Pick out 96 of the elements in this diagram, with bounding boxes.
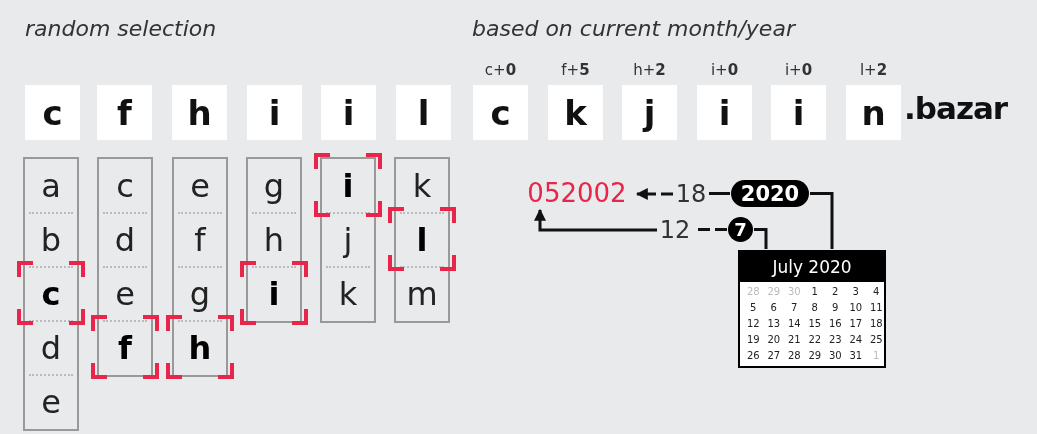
connector-line	[754, 228, 768, 249]
calendar-day: 24	[845, 333, 866, 347]
calendar-day: 29	[763, 285, 784, 299]
calendar-day: 23	[825, 333, 846, 347]
calendar-day: 25	[866, 333, 887, 347]
calendar-day: 17	[845, 317, 866, 331]
letter-box: j	[622, 85, 677, 140]
month-circle: 7	[728, 217, 753, 242]
calendar-day: 3	[845, 285, 866, 299]
selected-letter: f	[99, 322, 151, 374]
calendar-day: 13	[763, 317, 784, 331]
calendar-day: 28	[784, 349, 805, 363]
letter: k	[322, 268, 374, 320]
letter-column	[172, 157, 228, 377]
letter: d	[99, 214, 151, 266]
year-pill: 2020	[731, 180, 809, 207]
calendar-day: 14	[784, 317, 805, 331]
arrow	[534, 208, 657, 232]
letter: c	[99, 160, 151, 212]
caption-text: random selection	[25, 16, 217, 41]
letter-column	[320, 157, 376, 323]
letter-box: i	[771, 85, 826, 140]
letter-box: h	[172, 85, 227, 140]
code-number: 052002	[518, 177, 636, 209]
calendar	[738, 250, 886, 368]
caption-text: based on current month/year	[472, 16, 795, 41]
calendar-day: 29	[804, 349, 825, 363]
calendar-day: 7	[784, 301, 805, 315]
calendar-day: 1	[804, 285, 825, 299]
offset-label: i+0	[783, 61, 814, 79]
letter-box: l	[396, 85, 451, 140]
letter-box: c	[25, 85, 80, 140]
calendar-day: 4	[866, 285, 887, 299]
letter: f	[174, 214, 226, 266]
letter-column	[394, 157, 450, 323]
letter-box: c	[473, 85, 528, 140]
calendar-day: 1	[866, 349, 887, 363]
letter: e	[99, 268, 151, 320]
calendar-day: 18	[866, 317, 887, 331]
letter-box: f	[97, 85, 152, 140]
calendar-day: 30	[825, 349, 846, 363]
connector-line	[709, 192, 730, 195]
calendar-day: 5	[743, 301, 764, 315]
calendar-day: 30	[784, 285, 805, 299]
letter: h	[248, 214, 300, 266]
calendar-day: 8	[804, 301, 825, 315]
offset-label: h+2	[632, 61, 667, 79]
letter-box: i	[321, 85, 376, 140]
calendar-day: 15	[804, 317, 825, 331]
calendar-day: 19	[743, 333, 764, 347]
calendar-day: 31	[845, 349, 866, 363]
calendar-day: 26	[743, 349, 764, 363]
calendar-day: 11	[866, 301, 887, 315]
offset-label: f+5	[560, 61, 591, 79]
calendar-day: 6	[763, 301, 784, 315]
letter: e	[25, 376, 77, 428]
calendar-day: 12	[743, 317, 764, 331]
letter-column	[23, 157, 79, 431]
letter: b	[25, 214, 77, 266]
letter: k	[396, 160, 448, 212]
letter: a	[25, 160, 77, 212]
letter: d	[25, 322, 77, 374]
letter-column	[246, 157, 302, 323]
selected-letter: h	[174, 322, 226, 374]
selected-letter: c	[25, 268, 77, 320]
letter: g	[174, 268, 226, 320]
offset-label: l+2	[858, 61, 889, 79]
domain-suffix: .bazar	[904, 90, 1008, 126]
offset-label: c+0	[483, 61, 518, 79]
calendar-day: 20	[763, 333, 784, 347]
calendar-day: 10	[845, 301, 866, 315]
letter-column	[97, 157, 153, 377]
offset-label: i+0	[709, 61, 740, 79]
calendar-day: 27	[763, 349, 784, 363]
arrow	[635, 188, 673, 200]
calendar-day: 16	[825, 317, 846, 331]
number-label: 18	[674, 179, 708, 209]
calendar-header: July 2020	[740, 252, 884, 282]
calendar-day: 21	[784, 333, 805, 347]
letter-box: i	[247, 85, 302, 140]
selected-letter: i	[248, 268, 300, 320]
number-label: 12	[658, 215, 692, 245]
letter: j	[322, 214, 374, 266]
calendar-day: 22	[804, 333, 825, 347]
calendar-day: 2	[825, 285, 846, 299]
calendar-day: 9	[825, 301, 846, 315]
connector-line	[810, 192, 834, 249]
letter-box: n	[846, 85, 901, 140]
letter: m	[396, 268, 448, 320]
letter-box: k	[548, 85, 603, 140]
letter: g	[248, 160, 300, 212]
selected-letter: i	[322, 160, 374, 212]
calendar-day: 28	[743, 285, 764, 299]
letter: e	[174, 160, 226, 212]
selected-letter: l	[396, 214, 448, 266]
letter-box: i	[697, 85, 752, 140]
